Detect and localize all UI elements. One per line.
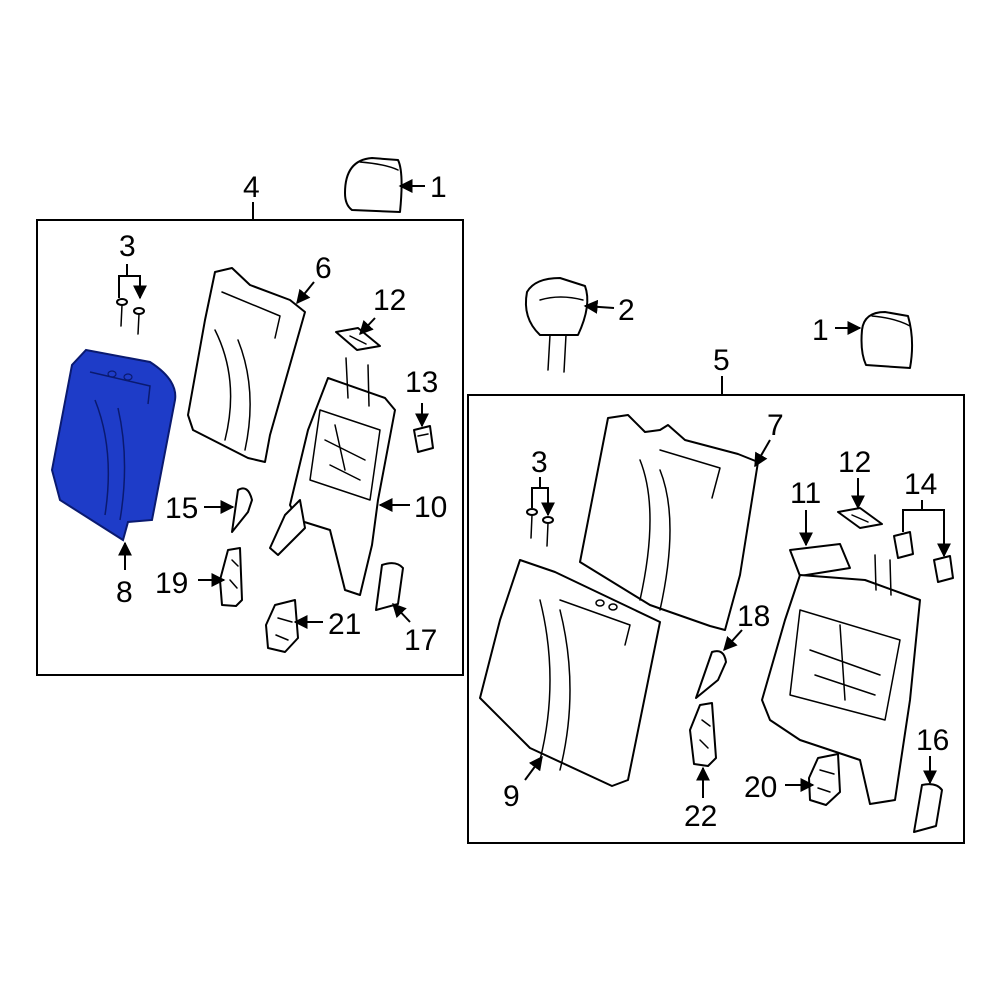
callout-7: 7 (767, 409, 784, 442)
leader-7 (754, 439, 771, 468)
callout-10: 10 (414, 491, 447, 524)
callout-8: 8 (116, 576, 133, 609)
callout-19: 19 (155, 567, 188, 600)
callout-12-right: 12 (838, 446, 871, 479)
part-8-seatback-cover[interactable] (50, 348, 177, 542)
callout-3-left: 3 (119, 230, 136, 263)
part-9-seatback-cover[interactable] (479, 559, 661, 787)
part-18-trim[interactable] (695, 650, 727, 699)
callout-6: 6 (315, 252, 332, 285)
leader-6 (296, 281, 315, 305)
part-3-bolts-right[interactable] (526, 477, 555, 547)
part-13-latch[interactable] (413, 425, 434, 453)
callout-16: 16 (916, 724, 949, 757)
callout-12-left: 12 (373, 284, 406, 317)
group-box-left (36, 219, 464, 676)
part-12-bracket-left[interactable] (335, 327, 381, 351)
callout-5: 5 (713, 344, 730, 377)
part-14-latches[interactable] (893, 531, 954, 583)
callout-4: 4 (243, 171, 260, 204)
callout-14: 14 (904, 468, 937, 501)
part-6-seatback-pad[interactable] (187, 267, 306, 463)
callout-1-top: 1 (430, 171, 447, 204)
part-21-bracket[interactable] (265, 599, 299, 653)
part-1-headrest-right[interactable] (860, 311, 914, 369)
part-19-hinge-cover[interactable] (219, 547, 243, 607)
part-2-headrest[interactable] (524, 277, 589, 373)
callout-9: 9 (503, 780, 520, 813)
callout-20: 20 (744, 771, 777, 804)
part-15-trim[interactable] (231, 487, 253, 533)
part-12-bracket-right[interactable] (837, 507, 883, 529)
part-20-bracket[interactable] (808, 753, 841, 806)
callout-3-right: 3 (531, 446, 548, 479)
part-16-cover[interactable] (913, 783, 943, 833)
part-17-cover[interactable] (375, 562, 404, 611)
callout-2: 2 (618, 294, 635, 327)
part-10-frame-left[interactable] (269, 357, 396, 596)
part-1-headrest-top[interactable] (344, 157, 403, 213)
callout-15: 15 (165, 492, 198, 525)
leader-12a (359, 317, 376, 336)
leader-2 (583, 299, 615, 314)
part-22-hinge-cover[interactable] (689, 702, 717, 767)
callout-11: 11 (790, 477, 821, 510)
leader-18 (723, 629, 743, 652)
part-7-seatback-pad[interactable] (579, 414, 759, 631)
part-11-bracket[interactable] (789, 543, 851, 577)
part-frame-right[interactable] (761, 554, 921, 805)
leader-17 (392, 602, 411, 623)
callout-13: 13 (405, 366, 438, 399)
callout-1-right: 1 (812, 314, 829, 347)
part-3-bolts-left[interactable] (116, 264, 147, 335)
callout-18: 18 (737, 600, 770, 633)
leader-14b (922, 509, 951, 558)
callout-21: 21 (328, 608, 361, 641)
callout-22: 22 (684, 800, 717, 833)
leader-14 (902, 500, 923, 532)
group-box-right (467, 394, 965, 844)
leader-9 (524, 755, 543, 781)
callout-17: 17 (404, 624, 437, 657)
